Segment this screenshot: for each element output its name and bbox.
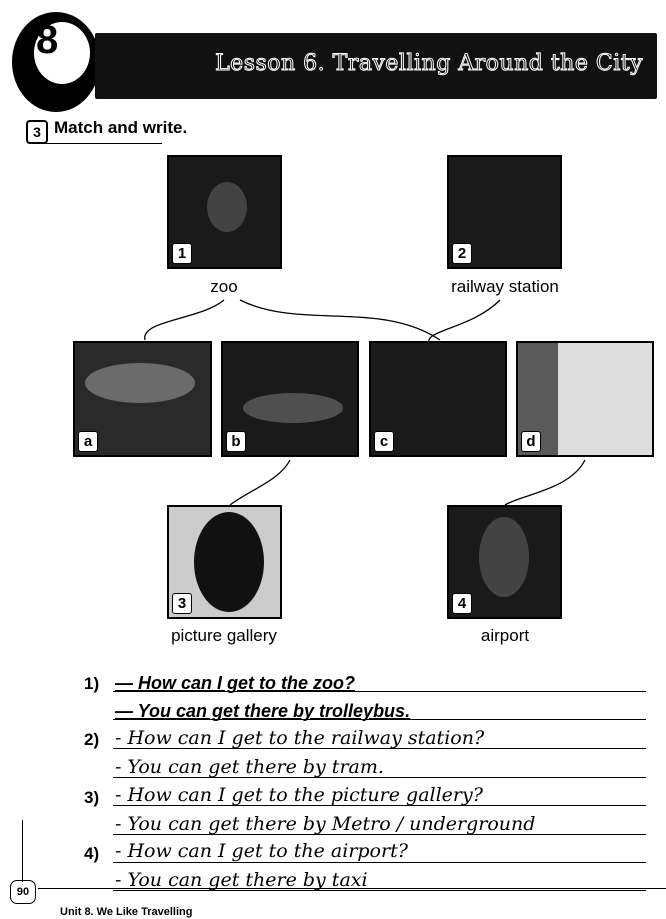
match-line-zoo [144,299,225,341]
photo-transport-c: c [369,341,507,457]
unit-number: 8 [36,18,59,62]
answer-text: - You can get there by taxi [115,869,368,891]
item-number: 4) [84,844,100,863]
photo-transport-d: d [516,341,654,457]
photo-picture-gallery: 3 [167,505,282,619]
photo-letter: a [78,431,98,452]
match-line-gallery [229,459,291,506]
exercise-number: 3 [26,120,48,144]
writing-line [113,691,646,692]
footer-unit-title: Unit 8. We Like Travelling [60,906,193,918]
match-line-extra [239,299,441,341]
page-number: 90 [10,880,36,904]
photo-number: 4 [452,593,472,614]
answer-text: - You can get there by tram. [115,756,384,778]
writing-line [113,862,646,863]
writing-line [113,834,646,835]
photo-letter: c [374,431,394,452]
exercise-title: Match and write. [54,118,188,137]
lesson-title: Lesson 6. Travelling Around the City [215,51,643,77]
margin-line [22,820,23,882]
lesson-header-bar: Lesson 6. Travelling Around the City [95,33,657,99]
writing-line [113,748,646,749]
question-text: - How can I get to the picture gallery? [115,784,483,806]
place-label: airport [480,626,530,645]
question-text: - How can I get to the railway station? [115,727,485,749]
place-label: railway station [451,277,559,296]
unit-badge: 8 [12,12,100,112]
photo-zoo: 1 [167,155,282,269]
place-label: zoo [210,277,238,296]
photo-number: 1 [172,243,192,264]
place-label: picture gallery [171,626,277,645]
item-number: 2) [84,730,100,749]
writing-line [113,890,646,891]
photo-airport: 4 [447,505,562,619]
writing-line [113,719,646,720]
writing-line [113,805,646,806]
answer-text: — You can get there by trolleybus. [115,701,411,721]
photo-letter: b [226,431,246,452]
photo-number: 3 [172,593,192,614]
question-text: — How can I get to the zoo? [115,673,355,693]
match-line-airport [504,459,586,506]
title-underline [44,143,162,144]
item-number: 3) [84,788,100,807]
writing-line [113,777,646,778]
photo-transport-a: a [73,341,212,457]
photo-transport-b: b [221,341,359,457]
footer-rule [38,888,666,889]
item-number: 1) [84,674,100,693]
photo-letter: d [521,431,541,452]
answer-text: - You can get there by Metro / undergrou… [115,813,536,835]
photo-railway-station: 2 [447,155,562,269]
match-line-railway [428,299,501,346]
photo-number: 2 [452,243,472,264]
question-text: - How can I get to the airport? [115,840,408,862]
